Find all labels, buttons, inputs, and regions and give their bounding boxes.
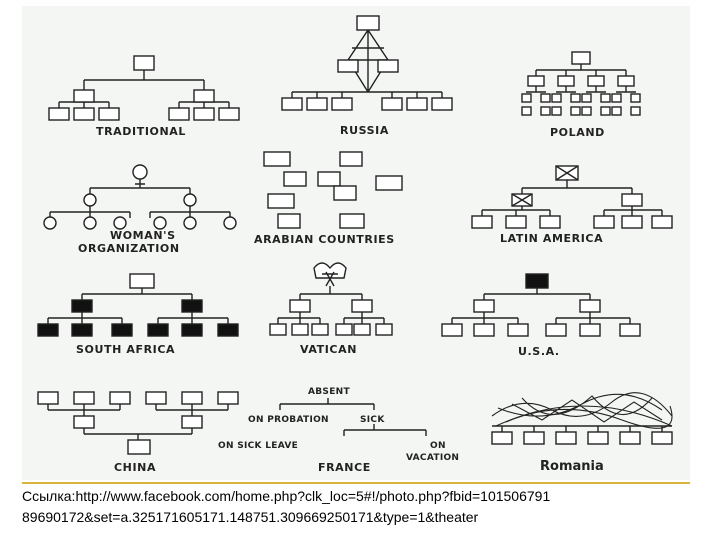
france-node-probation: ON PROBATION (248, 415, 329, 425)
france-node-sick-leave: ON SICK LEAVE (218, 441, 298, 451)
arabian-countries-chart (263, 151, 403, 229)
usa-chart (441, 273, 641, 337)
label-romania: Romania (540, 459, 604, 474)
france-node-sick: SICK (360, 415, 385, 425)
caption-line-2: 89690172&set=a.325171605171.148751.30966… (22, 509, 479, 525)
china-chart (37, 391, 239, 455)
label-organization: ORGANIZATION (78, 242, 180, 255)
label-china: CHINA (114, 461, 156, 474)
vatican-chart (269, 262, 393, 336)
label-south-africa: SOUTH AFRICA (76, 343, 175, 356)
russia-chart (281, 15, 453, 111)
org-charts-illustration: TRADITIONAL RUSSIA POLAND WOMAN'S ORGANI… (37, 15, 673, 474)
label-arabian-countries: ARABIAN COUNTRIES (254, 233, 395, 246)
source-caption: Ссылка:http://www.facebook.com/home.php?… (22, 486, 712, 528)
label-usa: U.S.A. (518, 345, 560, 358)
traditional-chart (48, 55, 240, 121)
label-russia: RUSSIA (340, 124, 389, 137)
france-node-absent: ABSENT (308, 387, 350, 397)
label-france: FRANCE (318, 461, 371, 474)
diagram-panel (22, 6, 690, 480)
caption-line-1: Ссылка:http://www.facebook.com/home.php?… (22, 488, 551, 504)
france-node-on: ON (430, 441, 446, 451)
france-chart-lines (279, 398, 427, 436)
south-africa-chart (37, 273, 239, 337)
romania-chart (491, 392, 673, 445)
label-vatican: VATICAN (300, 343, 357, 356)
womans-organization-chart (43, 164, 237, 230)
poland-chart (521, 51, 641, 116)
label-traditional: TRADITIONAL (96, 125, 186, 138)
label-latin-america: LATIN AMERICA (500, 232, 603, 245)
latin-america-chart (471, 165, 673, 229)
divider-rule (22, 482, 690, 484)
france-node-vacation: VACATION (406, 453, 459, 463)
label-womans: WOMAN'S (110, 229, 176, 242)
label-poland: POLAND (550, 126, 605, 139)
